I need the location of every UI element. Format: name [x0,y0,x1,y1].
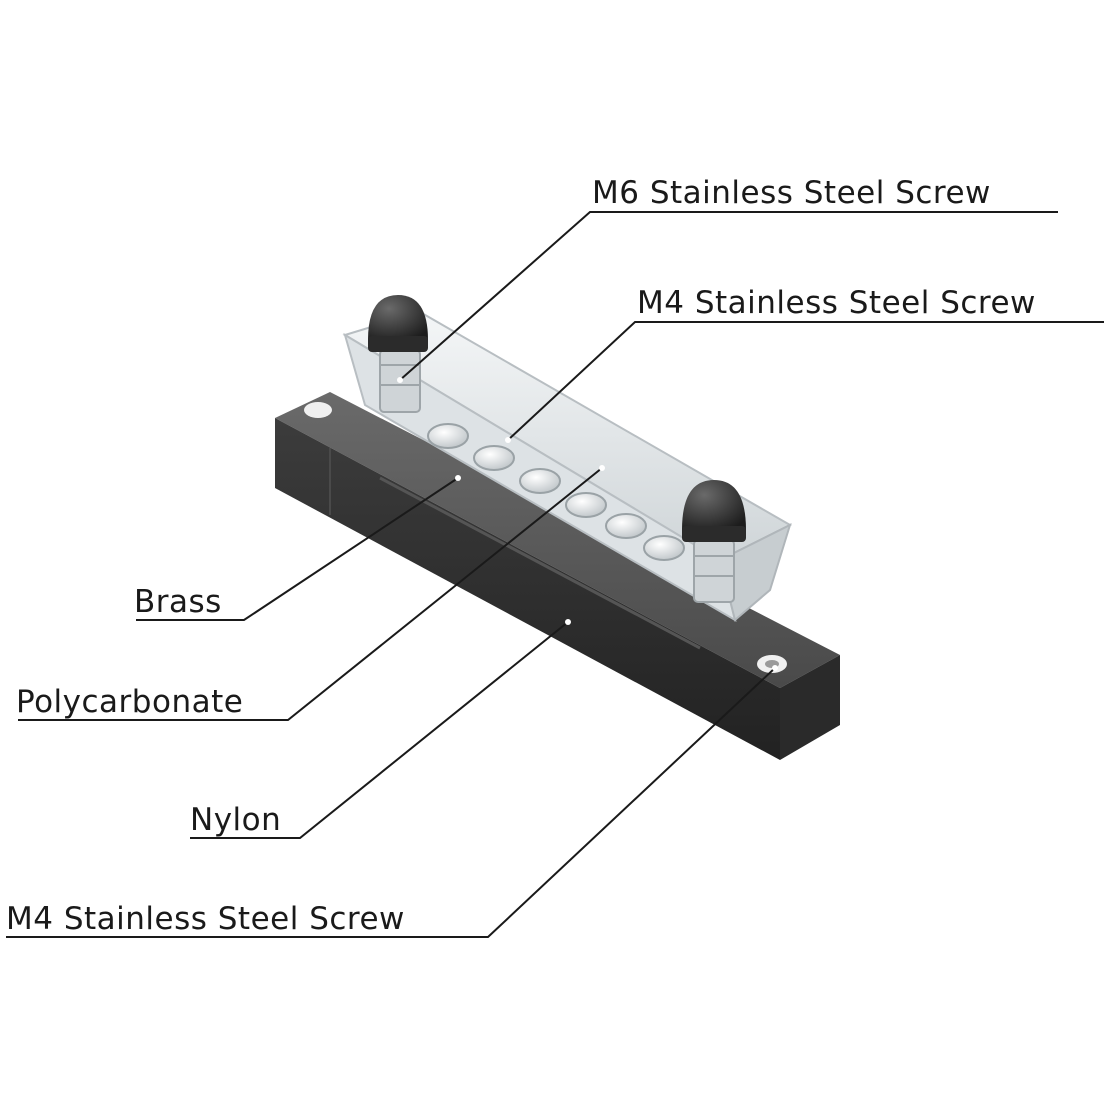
label-polycarbonate: Polycarbonate [16,684,244,720]
label-m4-screw-top: M4 Stainless Steel Screw [637,285,1036,321]
brass-stud [473,445,515,471]
label-m6-screw: M6 Stainless Steel Screw [592,175,991,211]
leader-m4-screw-bottom [6,667,776,938]
brass-stud [519,468,561,494]
leader-anchor-dots [397,377,778,671]
brass-stud [605,513,647,539]
leader-m4-screw-top [507,321,1104,441]
brass-terminals [427,423,685,561]
cap-nut [368,295,428,340]
brass-stud [427,423,469,449]
nylon-base [275,392,840,760]
leader-polycarbonate [18,467,603,721]
brass-stud [565,492,607,518]
leader-brass [136,477,459,621]
m6-screw-right [682,480,746,603]
base-end-face [780,655,840,760]
brass-stud [643,535,685,561]
label-nylon: Nylon [190,802,282,838]
label-brass: Brass [134,584,222,620]
label-m4-screw-bottom: M4 Stainless Steel Screw [6,901,405,937]
leader-nylon [190,621,569,839]
left-mounting-hole [304,402,332,418]
base-front-face [275,418,780,760]
cap-nut [682,480,746,530]
leader-lines [6,211,1104,938]
base-top-surface [275,392,840,688]
leader-m6-screw [399,211,1058,381]
